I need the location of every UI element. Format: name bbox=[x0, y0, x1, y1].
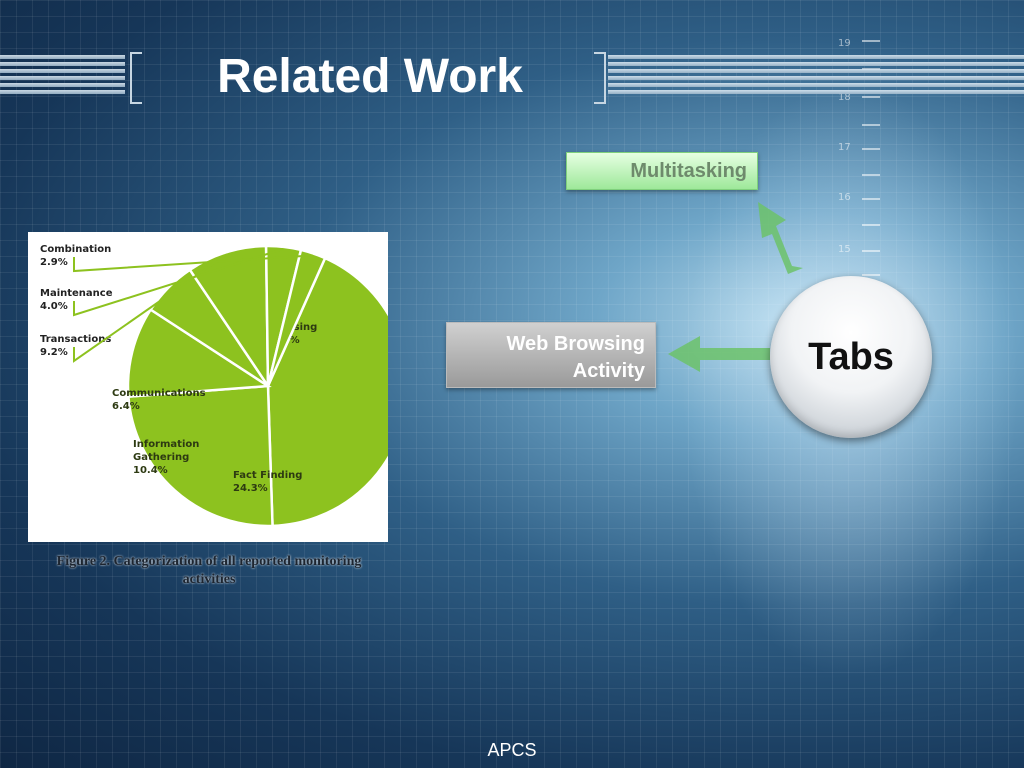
pie-slice-browsing bbox=[266, 256, 388, 528]
ruler-tick bbox=[862, 250, 880, 252]
pie-chart-figure: Browsing42.8%Fact Finding24.3%Informatio… bbox=[28, 232, 388, 542]
pie-label-transactions: Transactions bbox=[40, 334, 111, 345]
ruler-label: 18 bbox=[838, 92, 851, 103]
pie-leader-maintenance bbox=[73, 247, 284, 317]
pie-leader-transactions bbox=[73, 253, 228, 363]
header-stripes-right bbox=[608, 55, 1024, 97]
multitasking-box: Multitasking bbox=[566, 152, 758, 190]
ruler-tick bbox=[862, 96, 880, 98]
ruler-tick bbox=[862, 274, 880, 276]
ruler-label: 19 bbox=[838, 38, 851, 49]
pie-label-maintenance: Maintenance bbox=[40, 288, 113, 299]
pie-value-communications: 6.4% bbox=[112, 401, 140, 412]
slide-footer: APCS bbox=[487, 740, 537, 760]
pie-chart: Browsing42.8%Fact Finding24.3%Informatio… bbox=[40, 244, 388, 528]
pie-value-information-gathering: 10.4% bbox=[133, 465, 168, 476]
title-bracket-right bbox=[594, 52, 606, 104]
caption-line: activities bbox=[182, 572, 236, 587]
pie-value-combination: 2.9% bbox=[40, 257, 68, 268]
tabs-label: Tabs bbox=[808, 336, 894, 378]
pie-value-transactions: 9.2% bbox=[40, 347, 68, 358]
header-stripes-left bbox=[0, 55, 125, 97]
pie-leader-combination bbox=[73, 254, 313, 273]
web-browsing-label-line: Activity bbox=[572, 360, 645, 382]
ruler-tick bbox=[862, 174, 880, 176]
arrow-to-multitasking bbox=[758, 202, 803, 274]
ruler-tick bbox=[862, 40, 880, 42]
ruler-tick bbox=[862, 148, 880, 150]
ruler-label: 17 bbox=[838, 142, 851, 153]
ruler-tick bbox=[862, 198, 880, 200]
pie-label-fact-finding: Fact Finding bbox=[233, 470, 302, 481]
web-browsing-label-line: Web Browsing bbox=[506, 333, 645, 355]
web-browsing-box: Web Browsing Activity bbox=[446, 322, 656, 388]
ruler-tick bbox=[862, 224, 880, 226]
ruler-decoration: 19 18 17 16 15 bbox=[830, 20, 890, 300]
pie-value-maintenance: 4.0% bbox=[40, 301, 68, 312]
pie-slice-fact-finding bbox=[127, 384, 274, 528]
pie-slice-information-gathering bbox=[126, 307, 272, 399]
pie-slice-transactions bbox=[188, 244, 270, 391]
pie-value-fact-finding: 24.3% bbox=[233, 483, 268, 494]
ruler-label: 15 bbox=[838, 244, 851, 255]
pie-slice-combination bbox=[266, 248, 327, 387]
caption-line: Figure 2. Categorization of all reported… bbox=[56, 554, 362, 569]
tabs-circle: Tabs bbox=[770, 276, 932, 438]
pie-label-combination: Combination bbox=[40, 244, 111, 255]
figure-caption: Figure 2. Categorization of all reported… bbox=[26, 553, 392, 589]
arrow-to-web-browsing bbox=[668, 336, 770, 372]
ruler-label: 16 bbox=[838, 192, 851, 203]
ruler-tick bbox=[862, 124, 880, 126]
slide-title: Related Work bbox=[217, 50, 523, 103]
title-bracket-left bbox=[130, 52, 142, 104]
pie-label-communications: Communications bbox=[112, 388, 206, 399]
